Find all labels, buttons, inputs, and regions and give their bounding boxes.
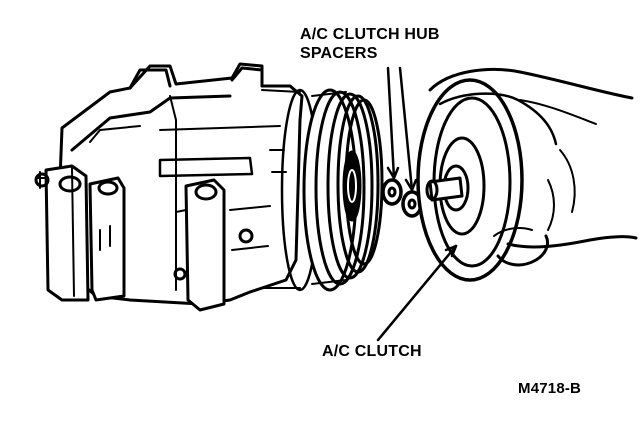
figure-id: M4718-B (518, 380, 582, 397)
clutch-hub (416, 78, 524, 282)
hub-spacers (381, 178, 423, 218)
pulley (302, 88, 384, 292)
compressor-body (34, 62, 320, 312)
hub-spacers-label-line1: A/C CLUTCH HUB (300, 26, 440, 43)
leader-lines (376, 66, 458, 342)
hub-spacers-label-line2: SPACERS (300, 45, 378, 62)
clutch-label: A/C CLUTCH (322, 343, 422, 360)
hand (428, 67, 638, 267)
